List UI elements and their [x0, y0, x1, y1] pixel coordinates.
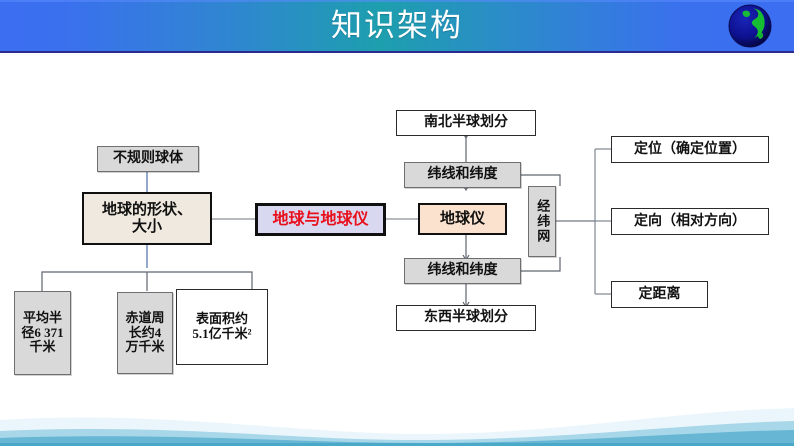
- node-north-south-hemisphere[interactable]: 南北半球划分: [396, 110, 536, 136]
- node-determine-direction[interactable]: 定向（相对方向）: [611, 208, 769, 235]
- node-east-west-hemisphere[interactable]: 东西半球划分: [396, 305, 536, 331]
- header-highlight-line: [0, 0, 794, 2]
- node-locate-position[interactable]: 定位（确定位置）: [611, 136, 769, 163]
- node-graticule-grid[interactable]: 经纬网: [528, 186, 556, 257]
- node-globe-model[interactable]: 地球仪: [418, 203, 507, 235]
- node-measure-distance[interactable]: 定距离: [611, 281, 708, 308]
- node-mean-radius[interactable]: 平均半 径6 371 千米: [14, 291, 71, 375]
- node-irregular-sphere[interactable]: 不规则球体: [97, 146, 199, 172]
- node-earth-shape-size[interactable]: 地球的形状、 大小: [82, 192, 212, 245]
- node-latitude-lines-upper[interactable]: 纬线和纬度: [404, 162, 521, 188]
- node-latitude-lines-lower[interactable]: 纬线和纬度: [404, 258, 521, 284]
- node-earth-and-globe[interactable]: 地球与地球仪: [255, 203, 386, 236]
- page-title: 知识架构: [331, 8, 463, 44]
- footer-wave-decoration: [0, 408, 794, 446]
- node-equator-circumference[interactable]: 赤道周 长约4 万千米: [117, 292, 173, 374]
- node-surface-area[interactable]: 表面积约 5.1亿千米²: [176, 289, 268, 365]
- globe-icon: [728, 4, 772, 48]
- slide-header: 知识架构: [0, 0, 794, 53]
